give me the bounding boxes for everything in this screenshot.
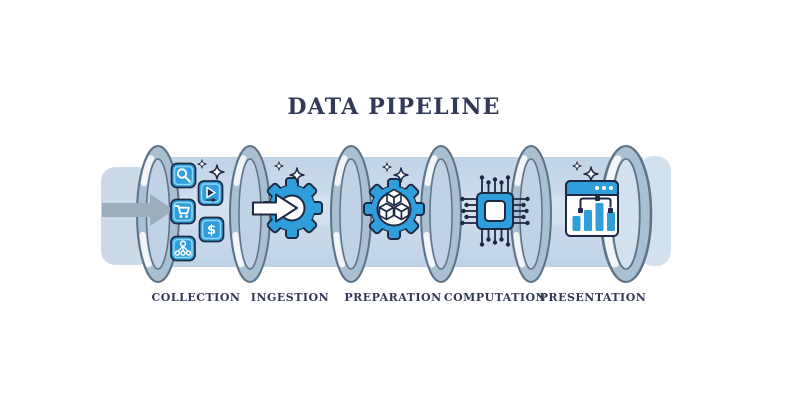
stage-label-preparation: PREPARATION [344, 291, 442, 304]
video-play-icon [197, 180, 224, 206]
gear-arrow-icon [252, 177, 323, 239]
entry-arrow-icon [102, 194, 174, 226]
browser-header [565, 180, 619, 196]
stage-label-collection: COLLECTION [151, 291, 241, 304]
pipe-ring-5 [510, 145, 552, 283]
network-tree-icon [170, 235, 196, 262]
trend-line [578, 196, 613, 213]
shopping-cart-icon [170, 198, 196, 225]
gear-cubes-icon [363, 178, 425, 240]
bar-chart-bars [572, 203, 615, 231]
collection-icons: $ [170, 162, 225, 262]
stage-label-ingestion: INGESTION [250, 291, 330, 304]
stage-label-presentation: PRESENTATION [539, 291, 647, 304]
diagram-title: DATA PIPELINE [287, 94, 501, 120]
processor-chip-icon [460, 175, 530, 247]
pipe-ring-3 [330, 145, 372, 283]
pipe-ring-4 [420, 145, 462, 283]
browser-chart-icon [565, 180, 619, 237]
search-icon [170, 162, 197, 189]
arrow-in-gear-icon [252, 193, 298, 223]
dollar-icon: $ [198, 216, 225, 243]
stage-label-computation: COMPUTATION [443, 291, 547, 304]
dollar-glyph: $ [207, 223, 216, 238]
